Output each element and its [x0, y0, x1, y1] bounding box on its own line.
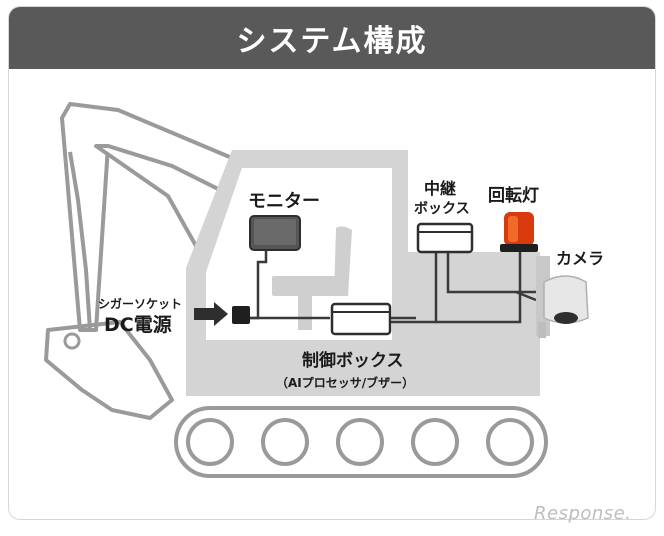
label-beacon: 回転灯	[488, 185, 539, 206]
response-watermark-logo: Response.	[534, 503, 632, 524]
track-roller	[336, 418, 384, 466]
boom-pivot	[63, 332, 81, 350]
track-roller	[261, 418, 309, 466]
label-monitor: モニター	[248, 191, 320, 212]
cab-window	[206, 168, 392, 340]
crawler-track	[174, 406, 548, 478]
label-cigar-socket: シガーソケット	[98, 296, 182, 311]
cigar-socket-plug	[194, 302, 250, 326]
diagram-title: システム構成	[236, 24, 428, 59]
excavator-body	[186, 150, 540, 396]
label-relay-box-line1: 中継	[424, 179, 456, 198]
monitor-device	[249, 215, 301, 251]
control-box-device	[330, 302, 392, 336]
power-arrow-icon	[194, 302, 228, 326]
track-roller	[411, 418, 459, 466]
operator-seat	[272, 226, 352, 330]
label-control-box: 制御ボックス	[302, 350, 404, 371]
beacon-device	[500, 212, 538, 252]
track-roller	[486, 418, 534, 466]
label-dc-power: DC電源	[104, 313, 172, 336]
label-relay-box-line2: ボックス	[414, 201, 470, 217]
title-bar: システム構成	[9, 7, 655, 69]
label-control-box-sub: （AIプロセッサ/ブザー）	[276, 375, 414, 390]
relay-box-device	[416, 222, 474, 254]
label-camera: カメラ	[556, 249, 604, 268]
camera-device	[536, 256, 589, 338]
track-roller	[186, 418, 234, 466]
excavator-boom	[44, 102, 234, 420]
